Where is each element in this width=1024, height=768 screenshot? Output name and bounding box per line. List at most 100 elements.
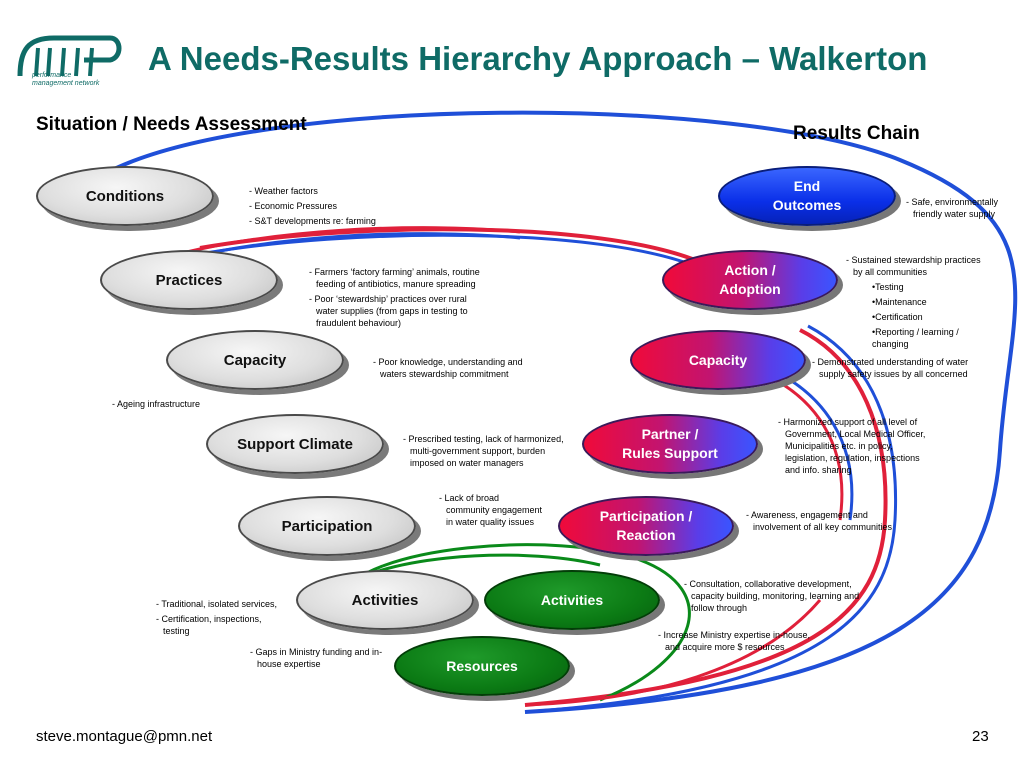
- oval-resources-label: Resources: [446, 657, 518, 674]
- annotation-conditions: - Weather factors - Economic Pressures -…: [249, 185, 376, 230]
- annotation-capacity-result: - Demonstrated understanding of water su…: [812, 356, 968, 380]
- annotation-line: - Demonstrated understanding of water: [812, 357, 969, 367]
- pmn-logo: [14, 30, 124, 86]
- annotation-line: •Reporting / learning /: [872, 327, 959, 337]
- annotation-line: by all communities: [853, 267, 928, 277]
- annotation-line: - Increase Ministry expertise in-house,: [658, 630, 811, 640]
- annotation-line: changing: [872, 339, 909, 349]
- page-number: 23: [972, 728, 989, 745]
- annotation-line: - Consultation, collaborative developmen…: [684, 579, 852, 589]
- annotation-line: - Poor ‘stewardship’ practices over rura…: [309, 294, 467, 304]
- annotation-ministry: - Gaps in Ministry funding and in- house…: [250, 646, 382, 670]
- annotation-line: - Safe, environmentally: [906, 197, 999, 207]
- annotation-line: - Ageing infrastructure: [112, 399, 201, 409]
- oval-practices: Practices: [100, 250, 278, 310]
- oval-participation-label: Participation: [281, 517, 373, 535]
- oval-activities-needs-label: Activities: [351, 591, 419, 609]
- annotation-line: - Economic Pressures: [249, 201, 338, 211]
- annotation-partner: - Harmonized support of all level of Gov…: [778, 416, 925, 476]
- annotation-line: - Weather factors: [249, 186, 318, 196]
- annotation-line: waters stewardship commitment: [380, 369, 509, 379]
- annotation-activities: - Traditional, isolated services, - Cert…: [156, 598, 277, 637]
- oval-capacity-label: Capacity: [223, 351, 287, 369]
- section-title-right: Results Chain: [793, 123, 920, 144]
- annotation-line: - Certification, inspections,: [156, 614, 262, 624]
- oval-participation-reaction-line2: Reaction: [616, 527, 676, 543]
- annotation-line: - Harmonized support of all level of: [778, 417, 918, 427]
- oval-participation-reaction: Participation / Reaction: [558, 496, 734, 556]
- annotation-line: follow through: [691, 603, 748, 613]
- page-title: A Needs-Results Hierarchy Approach – Wal…: [148, 40, 928, 77]
- logo-subtitle-1: performance: [32, 72, 72, 79]
- annotation-line: - Awareness, engagement and: [746, 510, 868, 520]
- arc-blue-outer: [107, 110, 1018, 714]
- annotation-line: and acquire more $ resources: [665, 642, 785, 652]
- arc-red-right: [524, 328, 888, 707]
- oval-action-adoption-line1: Action /: [724, 262, 776, 278]
- oval-capacity-result-label: Capacity: [688, 351, 748, 368]
- logo-subtitle-2: management network: [32, 80, 100, 87]
- annotation-line: capacity building, monitoring, learning …: [691, 591, 860, 601]
- annotation-line: in water quality issues: [446, 517, 535, 527]
- annotation-line: - Gaps in Ministry funding and in-: [250, 647, 383, 657]
- oval-action-adoption-line2: Adoption: [719, 281, 781, 297]
- pmn-logo-mark: [17, 35, 122, 77]
- annotation-line: - Traditional, isolated services,: [156, 599, 278, 609]
- oval-activities-result-label: Activities: [540, 591, 604, 608]
- annotation-support: - Prescribed testing, lack of harmonized…: [403, 433, 564, 469]
- oval-practices-label: Practices: [155, 271, 223, 289]
- annotation-end-outcomes: - Safe, environmentally friendly water s…: [906, 196, 998, 220]
- annotation-line: and info. sharing: [785, 465, 852, 475]
- annotation-action: - Sustained stewardship practices by all…: [846, 254, 981, 350]
- oval-capacity-result: Capacity: [630, 330, 806, 390]
- oval-activities-result: Activities: [484, 570, 660, 630]
- annotation-line: - Prescribed testing, lack of harmonized…: [403, 434, 564, 444]
- oval-action-adoption: Action / Adoption: [662, 250, 838, 310]
- annotation-line: - Lack of broad: [439, 493, 500, 503]
- annotation-line: Municipalities etc. in policy,: [785, 441, 893, 451]
- annotation-line: - S&T developments re: farming: [249, 216, 376, 226]
- annotation-line: house expertise: [257, 659, 321, 669]
- oval-resources: Resources: [394, 636, 570, 696]
- annotation-line: multi-government support, burden: [410, 446, 546, 456]
- oval-support-climate-label: Support Climate: [237, 435, 353, 453]
- arc-blue-right: [524, 324, 898, 714]
- annotation-line: water supplies (from gaps in testing to: [316, 306, 468, 316]
- annotation-line: legislation, regulation, inspections: [785, 453, 920, 463]
- annotation-line: - Farmers ‘factory farming’ animals, rou…: [309, 267, 480, 277]
- annotation-line: supply safety issues by all concerned: [819, 369, 968, 379]
- annotation-line: Government, Local Medical Officer,: [785, 429, 926, 439]
- annotation-line: community engagement: [446, 505, 543, 515]
- oval-partner-rules-line2: Rules Support: [622, 445, 718, 461]
- oval-conditions: Conditions: [36, 166, 214, 226]
- oval-partner-rules-line1: Partner /: [641, 426, 699, 442]
- arc-green-outer: [338, 543, 691, 702]
- oval-participation-reaction-line1: Participation /: [599, 508, 693, 524]
- annotation-capacity: - Poor knowledge, understanding and wate…: [373, 356, 523, 380]
- annotation-practices: - Farmers ‘factory farming’ animals, rou…: [309, 266, 480, 329]
- annotation-line: feeding of antibiotics, manure spreading: [316, 279, 476, 289]
- arc-red-bottom: [524, 599, 822, 707]
- annotation-ageing: - Ageing infrastructure: [112, 398, 200, 410]
- annotation-line: •Certification: [872, 312, 923, 322]
- annotation-activities-result: - Consultation, collaborative developmen…: [684, 578, 859, 614]
- annotation-resources-result: - Increase Ministry expertise in-house, …: [658, 629, 810, 653]
- oval-support-climate: Support Climate: [206, 414, 384, 474]
- section-title-left: Situation / Needs Assessment: [36, 114, 307, 135]
- oval-activities-needs: Activities: [296, 570, 474, 630]
- annotation-line: friendly water supply: [913, 209, 996, 219]
- oval-participation: Participation: [238, 496, 416, 556]
- footer-email: steve.montague@pmn.net: [36, 728, 213, 745]
- oval-partner-rules: Partner / Rules Support: [582, 414, 758, 474]
- annotation-participation-result: - Awareness, engagement and involvement …: [746, 509, 892, 533]
- oval-end-outcomes-line1: End: [793, 178, 821, 194]
- annotation-line: - Poor knowledge, understanding and: [373, 357, 523, 367]
- annotation-line: •Testing: [872, 282, 904, 292]
- oval-end-outcomes-line2: Outcomes: [772, 197, 842, 213]
- annotation-line: imposed on water managers: [410, 458, 524, 468]
- annotation-line: - Sustained stewardship practices: [846, 255, 981, 265]
- oval-conditions-label: Conditions: [85, 187, 165, 205]
- oval-capacity: Capacity: [166, 330, 344, 390]
- annotation-line: fraudulent behaviour): [316, 318, 402, 328]
